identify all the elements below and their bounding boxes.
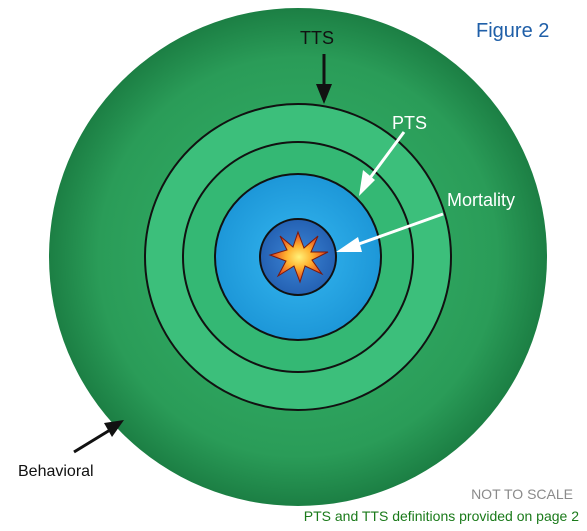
pts-label: PTS <box>392 113 427 133</box>
mortality-arrow <box>336 212 444 252</box>
behavioral-label: Behavioral <box>18 463 94 480</box>
tts-arrow <box>316 54 332 104</box>
pts-arrow <box>359 131 406 196</box>
definitions-note: PTS and TTS definitions provided on page… <box>303 508 579 524</box>
tts-label: TTS <box>300 28 334 48</box>
mortality-label: Mortality <box>447 190 515 210</box>
not-to-scale-note: NOT TO SCALE <box>471 486 573 502</box>
explosion-icon <box>268 230 329 284</box>
figure-title: Figure 2 <box>476 20 550 42</box>
behavioral-arrow <box>73 420 124 454</box>
